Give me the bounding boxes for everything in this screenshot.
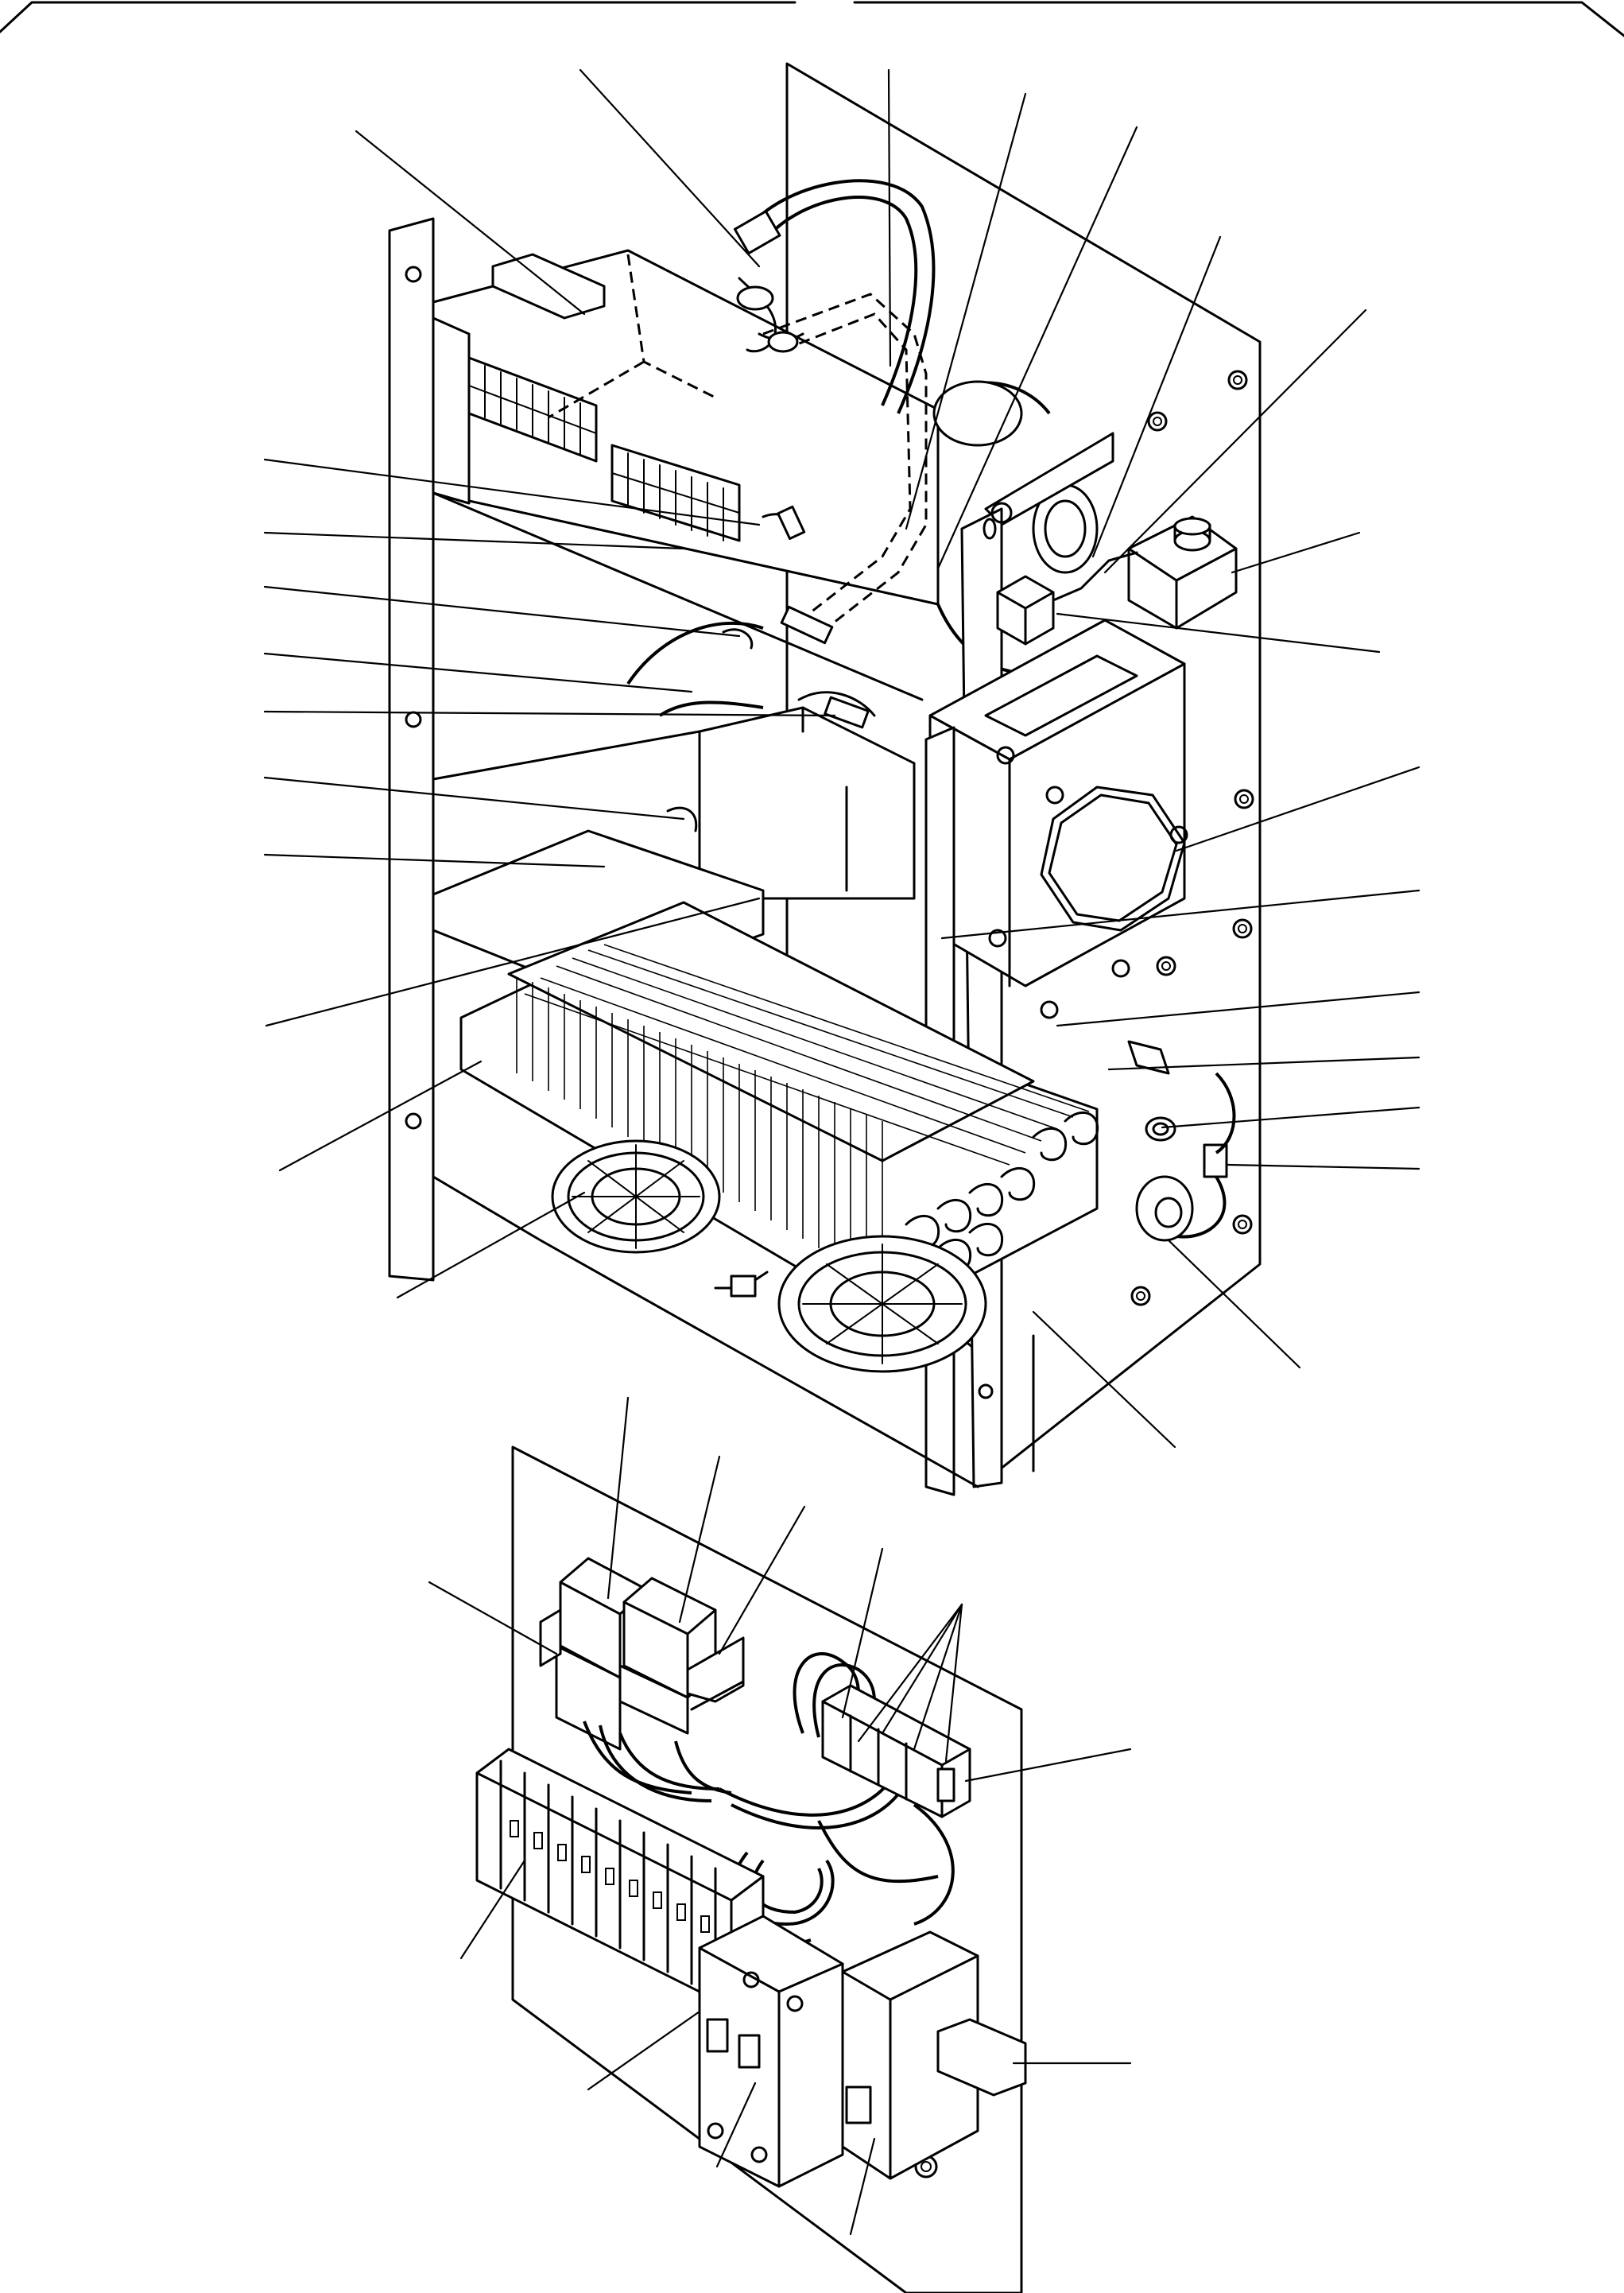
heater-box: [928, 619, 1188, 1019]
relay-right: [618, 1577, 745, 1735]
upper-assembly: [263, 62, 1421, 1496]
lower-assembly: [428, 1396, 1132, 2293]
din-rail: [936, 2018, 1027, 2097]
refrigerant-fittings: [1127, 1040, 1236, 1242]
fan-guard-right: [777, 1235, 987, 1373]
thermostat-box: [1127, 515, 1238, 630]
callout-leaders-lower: [428, 1396, 1132, 2236]
tube-fittings: [587, 505, 876, 900]
fan-guard-left: [551, 1139, 721, 1254]
vent-grille: [467, 356, 741, 542]
overload-relay: [841, 1930, 979, 2180]
coil-fins: [516, 944, 1090, 1286]
hose-loop: [733, 179, 936, 414]
bottom-frame: [432, 1175, 1035, 1488]
contactor: [698, 1915, 844, 2188]
terminal-slot: [499, 1760, 717, 1997]
callout-leaders-upper: [263, 68, 1421, 1449]
left-side-plate: [388, 217, 435, 1282]
header-rule: [0, 1, 1624, 37]
plug-connector: [714, 1271, 769, 1298]
relay-block: [996, 551, 1138, 646]
blower-drum: [932, 380, 1099, 675]
panel-bolt: [1130, 370, 1254, 1306]
